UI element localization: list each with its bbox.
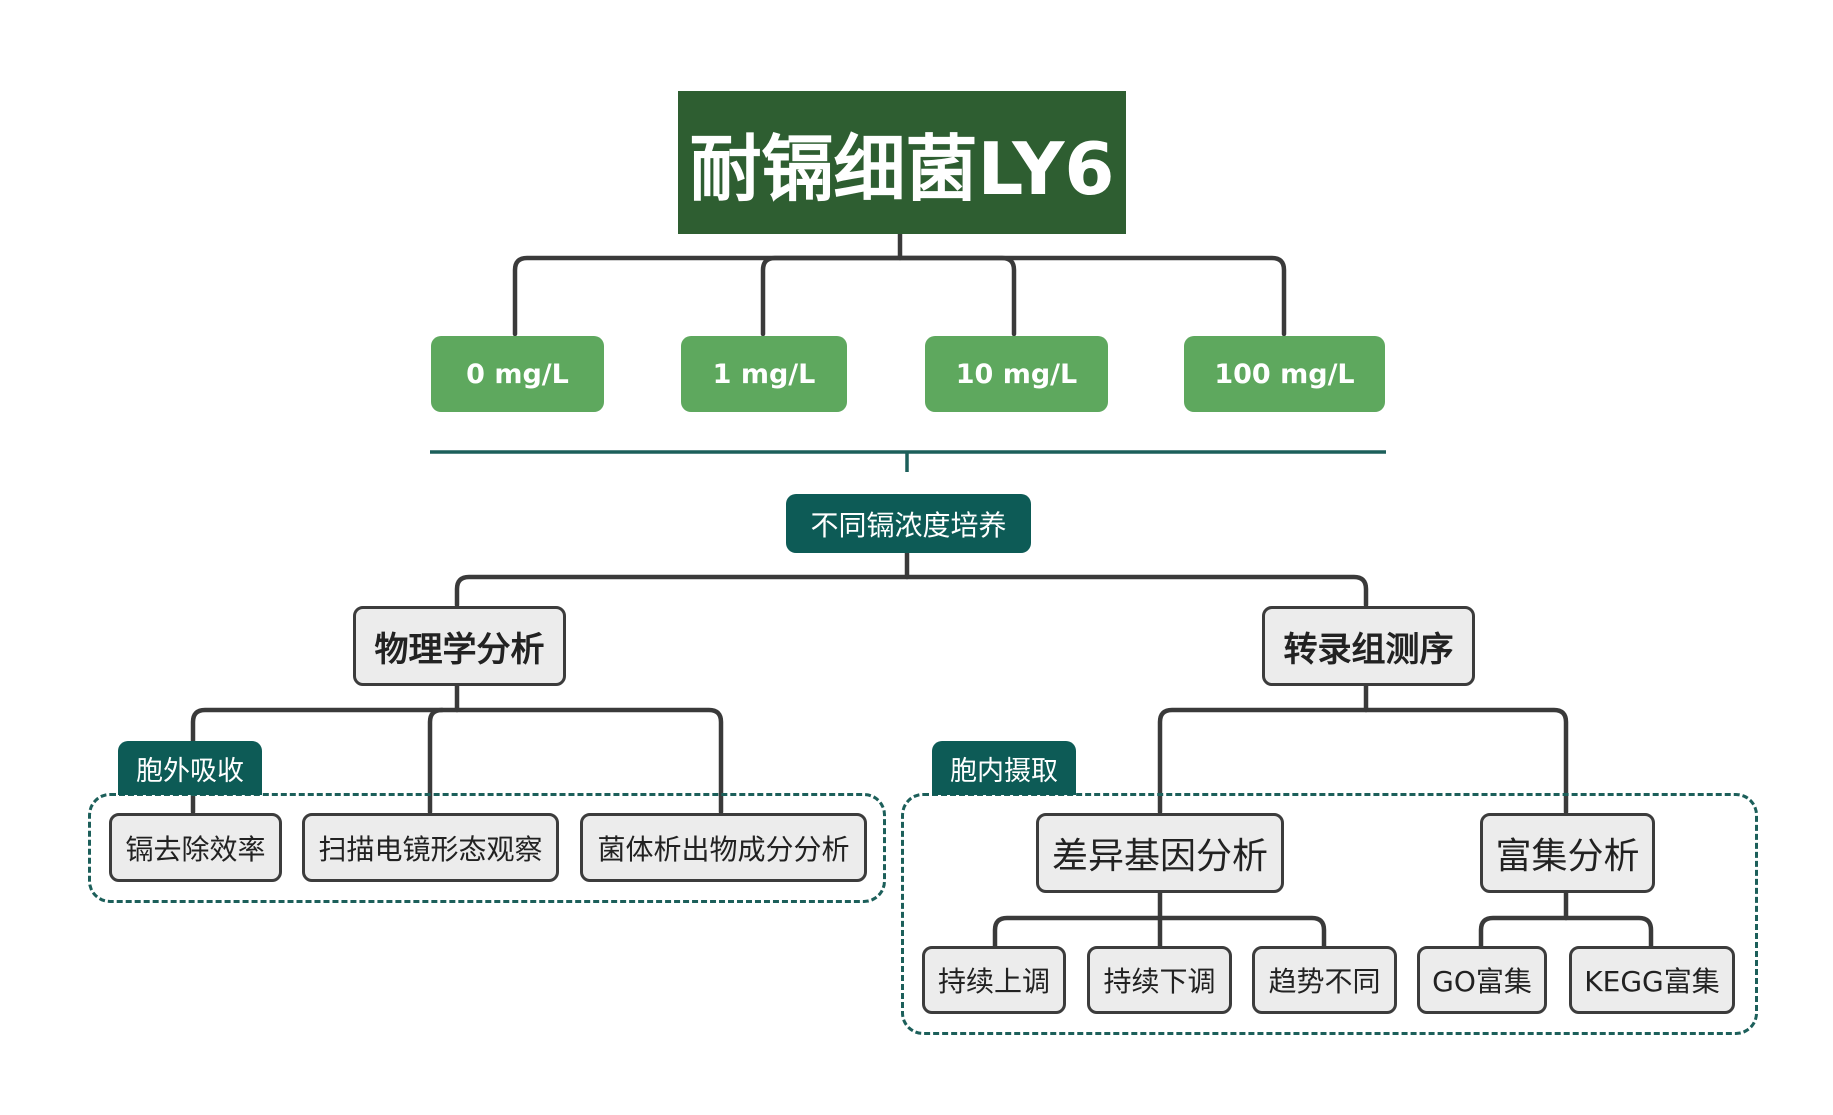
concentration-10: 10 mg/L xyxy=(925,336,1108,412)
continuous-up-box: 持续上调 xyxy=(922,946,1066,1014)
different-trend-label: 趋势不同 xyxy=(1268,965,1381,998)
concentration-label: 0 mg/L xyxy=(466,358,569,390)
extracellular-tag-label: 胞外吸收 xyxy=(136,755,244,787)
concentration-label: 100 mg/L xyxy=(1214,358,1355,390)
culture-box: 不同镉浓度培养 xyxy=(786,494,1031,553)
cadmium-removal-label: 镉去除效率 xyxy=(125,832,266,866)
concentration-100: 100 mg/L xyxy=(1184,336,1385,412)
concentration-label: 1 mg/L xyxy=(712,358,816,390)
physical-analysis-label: 物理学分析 xyxy=(374,629,545,670)
connector-physical-bar xyxy=(190,707,724,815)
kegg-enrichment-box: KEGG富集 xyxy=(1569,946,1735,1014)
concentration-label: 10 mg/L xyxy=(955,358,1078,390)
intracellular-group-frame xyxy=(901,793,1758,1035)
continuous-down-box: 持续下调 xyxy=(1087,946,1232,1014)
sem-observation-label: 扫描电镜形态观察 xyxy=(318,832,543,866)
connector-transcriptome-bar xyxy=(1157,707,1569,815)
physical-analysis-box: 物理学分析 xyxy=(353,606,566,686)
connector-conc-1 xyxy=(760,255,1017,337)
title-text: 耐镉细菌LY6 xyxy=(689,127,1115,211)
intracellular-tag-label: 胞内摄取 xyxy=(950,755,1058,787)
transcriptome-label: 转录组测序 xyxy=(1283,629,1454,670)
extracellular-tag: 胞外吸收 xyxy=(118,741,262,795)
transcriptome-box: 转录组测序 xyxy=(1262,606,1475,686)
deg-analysis-label: 差异基因分析 xyxy=(1051,836,1268,877)
different-trend-box: 趋势不同 xyxy=(1252,946,1397,1014)
cadmium-removal-box: 镉去除效率 xyxy=(109,813,282,882)
connector-culture-bar xyxy=(454,574,1369,608)
precipitate-analysis-label: 菌体析出物成分分析 xyxy=(597,832,850,866)
continuous-down-label: 持续下调 xyxy=(1103,965,1216,998)
title-box: 耐镉细菌LY6 xyxy=(678,91,1126,234)
sem-observation-box: 扫描电镜形态观察 xyxy=(302,813,559,882)
connector-enrich-bar xyxy=(1478,915,1654,949)
go-enrichment-box: GO富集 xyxy=(1417,946,1547,1014)
continuous-up-label: 持续上调 xyxy=(937,965,1050,998)
connector-physical-mid xyxy=(427,707,445,815)
connector-title-bar xyxy=(512,255,1287,337)
intracellular-tag: 胞内摄取 xyxy=(932,741,1076,795)
concentration-0: 0 mg/L xyxy=(431,336,604,412)
culture-label: 不同镉浓度培养 xyxy=(810,508,1007,542)
precipitate-analysis-box: 菌体析出物成分分析 xyxy=(580,813,867,882)
enrichment-analysis-label: 富集分析 xyxy=(1495,836,1640,877)
kegg-enrichment-label: KEGG富集 xyxy=(1584,965,1720,998)
go-enrichment-label: GO富集 xyxy=(1432,965,1532,998)
concentration-1: 1 mg/L xyxy=(681,336,847,412)
extracellular-group-frame xyxy=(88,793,886,903)
deg-analysis-box: 差异基因分析 xyxy=(1036,813,1284,893)
enrichment-analysis-box: 富集分析 xyxy=(1480,813,1655,893)
